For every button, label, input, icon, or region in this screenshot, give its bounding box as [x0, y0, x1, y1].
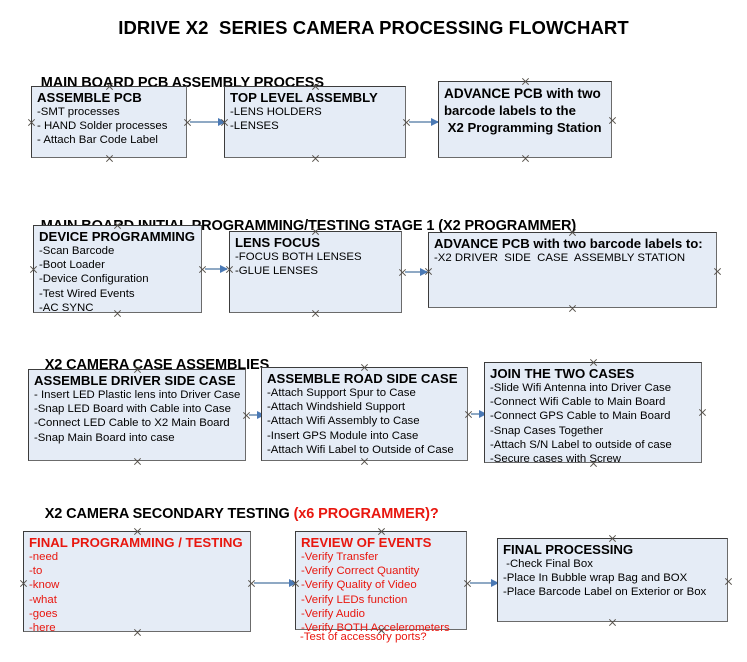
box-line: -Snap Cases Together: [490, 424, 604, 437]
box-line: -GLUE LENSES: [235, 265, 318, 278]
flow-box-lens-focus[interactable]: LENS FOCUS -FOCUS BOTH LENSES -GLUE LENS…: [229, 231, 402, 313]
box-line: -know: [29, 579, 60, 592]
box-title: FINAL PROGRAMMING / TESTING: [29, 535, 243, 550]
connector-top-level-assembly-to-advance-pcb: [409, 118, 439, 126]
flow-box-final-processing[interactable]: FINAL PROCESSING -Check Final Box -Place…: [497, 538, 728, 622]
box-line: -AC SYNC: [39, 301, 94, 314]
box-title: LENS FOCUS: [235, 235, 320, 250]
box-line: -SMT processes: [37, 106, 120, 118]
box-line: -X2 DRIVER SIDE CASE ASSEMBLY STATION: [434, 252, 686, 264]
flow-box-advance-pcb-to-x2-programming-station[interactable]: ADVANCE PCB with two barcode labels to t…: [438, 81, 612, 158]
box-line: - Attach Bar Code Label: [37, 134, 158, 147]
flow-box-assemble-driver-side-case[interactable]: ASSEMBLE DRIVER SIDE CASE - Insert LED P…: [28, 369, 246, 461]
box-line: -Attach Wifi Label to Outside of Case: [267, 443, 454, 456]
box-line: -FOCUS BOTH LENSES: [235, 251, 362, 263]
box-title: ADVANCE PCB with two barcode labels to:: [434, 236, 703, 251]
connector-final-programming-to-review-of-events: [254, 579, 297, 587]
box-line: -Verify BOTH Accelerometers: [301, 622, 450, 635]
connector-assemble-pcb-to-top-level-assembly: [190, 118, 226, 126]
flow-box-assemble-road-side-case[interactable]: ASSEMBLE ROAD SIDE CASE -Attach Support …: [261, 367, 468, 461]
box-line: -Place Barcode Label on Exterior or Box: [503, 586, 707, 599]
box-line: -Device Configuration: [39, 273, 149, 286]
box-title: REVIEW OF EVENTS: [301, 535, 432, 550]
box-title: ASSEMBLE PCB: [37, 90, 142, 105]
section-heading-x2-camera-secondary-testing: X2 CAMERA SECONDARY TESTING (x6 PROGRAMM…: [29, 490, 439, 538]
box-line: -Verify Quality of Video: [301, 579, 417, 592]
box-line: -LENS HOLDERS: [230, 106, 322, 118]
box-line: -what: [29, 593, 57, 606]
box-line: -Verify LEDs function: [301, 593, 408, 606]
box-line: -Boot Loader: [39, 259, 105, 272]
box-line: -Attach Wifi Assembly to Case: [267, 415, 420, 428]
box-line: -Verify Audio: [301, 607, 365, 620]
section-heading-red-text: (x6 PROGRAMMER)?: [293, 506, 439, 522]
box-title: ASSEMBLE DRIVER SIDE CASE: [34, 373, 236, 388]
box-line: -Slide Wifi Antenna into Driver Case: [490, 382, 672, 394]
box-line: -need: [29, 551, 59, 563]
box-line: -Place In Bubble wrap Bag and BOX: [503, 572, 688, 585]
box-line: -Connect GPS Cable to Main Board: [490, 410, 671, 423]
box-overflow-line: -Test of accessory ports?: [300, 631, 427, 643]
box-line: - HAND Solder processes: [37, 120, 168, 133]
box-line: -goes: [29, 607, 58, 620]
box-line: -Attach Support Spur to Case: [267, 387, 416, 399]
box-line: -Test Wired Events: [39, 287, 135, 300]
box-line: -Connect LED Cable to X2 Main Board: [34, 417, 230, 430]
box-title: JOIN THE TWO CASES: [490, 366, 635, 381]
box-line: -Snap Main Board into case: [34, 431, 175, 444]
flow-box-final-programming-testing[interactable]: FINAL PROGRAMMING / TESTING -need -to -k…: [23, 531, 251, 635]
box-title: FINAL PROCESSING: [503, 542, 634, 557]
box-line: -Connect Wifi Cable to Main Board: [490, 396, 666, 409]
box-title: TOP LEVEL ASSEMBLY: [230, 90, 378, 105]
box-line: -Check Final Box: [503, 558, 593, 570]
flow-box-device-programming[interactable]: DEVICE PROGRAMMING -Scan Barcode -Boot L…: [33, 225, 202, 314]
connector-device-programming-to-lens-focus: [205, 265, 228, 273]
box-line: -Verify Transfer: [301, 551, 379, 563]
box-line: barcode labels to the: [444, 103, 576, 118]
box-line: -to: [29, 565, 43, 578]
flow-box-assemble-pcb[interactable]: ASSEMBLE PCB -SMT processes - HAND Solde…: [31, 86, 187, 158]
section-heading-text: X2 CAMERA SECONDARY TESTING: [44, 506, 294, 522]
flow-box-review-of-events[interactable]: REVIEW OF EVENTS -Verify Transfer -Verif…: [295, 531, 467, 634]
box-line: -Attach S/N Label to outside of case: [490, 438, 672, 451]
box-line: -Snap LED Board with Cable into Case: [34, 403, 231, 416]
connector-lens-focus-to-advance-pcb: [405, 268, 428, 276]
box-line: -here: [29, 622, 56, 635]
box-title: DEVICE PROGRAMMING: [39, 229, 196, 244]
page-title: IDRIVE X2 SERIES CAMERA PROCESSING FLOWC…: [118, 17, 629, 38]
box-title: ASSEMBLE ROAD SIDE CASE: [267, 371, 458, 386]
box-line: - Insert LED Plastic lens into Driver Ca…: [34, 389, 241, 401]
box-line: -LENSES: [230, 120, 279, 133]
flow-box-join-the-two-cases[interactable]: JOIN THE TWO CASES -Slide Wifi Antenna i…: [484, 362, 702, 466]
box-line: -Scan Barcode: [39, 245, 115, 257]
flow-box-advance-pcb-to-driver-side-case-station[interactable]: ADVANCE PCB with two barcode labels to: …: [428, 232, 717, 308]
connector-road-case-to-join-cases: [471, 410, 487, 418]
box-line: -Verify Correct Quantity: [301, 565, 420, 578]
flow-box-top-level-assembly[interactable]: TOP LEVEL ASSEMBLY -LENS HOLDERS -LENSES: [224, 86, 406, 158]
box-line: -Secure cases with Screw: [490, 453, 622, 466]
box-title: ADVANCE PCB with two: [444, 86, 601, 101]
box-line: X2 Programming Station: [444, 120, 602, 135]
box-line: -Insert GPS Module into Case: [267, 429, 419, 442]
connector-review-of-events-to-final-processing: [470, 579, 499, 587]
box-line: -Attach Windshield Support: [267, 401, 406, 414]
